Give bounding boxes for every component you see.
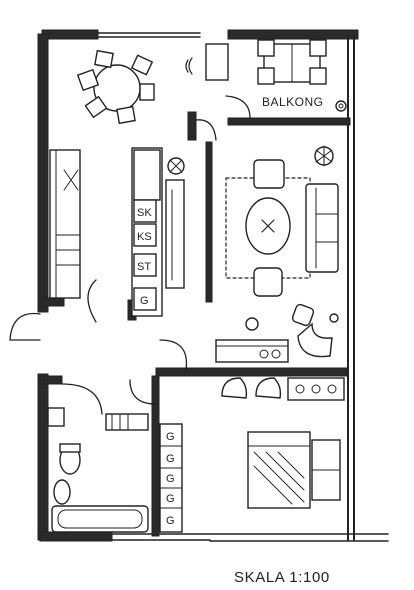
side-counter	[165, 179, 185, 289]
wardrobe-column	[159, 423, 183, 533]
kitchen-label-st: ST	[137, 261, 151, 273]
wall-kitchen-upper	[187, 111, 197, 141]
wall-stub-entry	[41, 297, 65, 307]
chair-hall-1	[221, 377, 248, 399]
dining-set-round	[76, 49, 155, 125]
chair	[84, 95, 108, 119]
small-chair	[291, 303, 315, 327]
wall-hall-bedroom	[155, 367, 349, 377]
chair	[257, 67, 275, 85]
wall-bath-top	[39, 375, 63, 385]
sink-cabinet	[47, 407, 65, 427]
cabinet-g	[133, 287, 157, 311]
chair	[139, 83, 155, 101]
cabinet-st	[133, 253, 157, 277]
kitchen-label-sk: SK	[137, 207, 152, 219]
wall-balcony	[227, 117, 351, 126]
wardrobe-label-5: G	[166, 515, 175, 527]
balcony-door-swing	[225, 95, 251, 119]
hall-door-swing	[87, 279, 97, 323]
chair-hall-2	[255, 377, 282, 399]
wall-left-upper	[37, 33, 49, 313]
washbasin	[53, 479, 71, 505]
chair	[116, 105, 136, 125]
dining-set-rect	[185, 39, 327, 85]
kitchen-door-swing	[195, 119, 217, 141]
wall-living-left	[205, 141, 213, 303]
wall-left-lower	[37, 373, 49, 541]
hall-storage	[221, 377, 345, 401]
scale-label: SKALA 1:100	[234, 569, 330, 586]
bathtub	[51, 505, 149, 533]
chair	[76, 68, 100, 92]
kitchen-label-g: G	[140, 295, 149, 307]
lamp	[245, 317, 259, 331]
toilet-tank	[59, 443, 81, 453]
wall-top-right	[227, 29, 359, 40]
chair	[257, 39, 275, 57]
storage-rack	[287, 377, 345, 401]
bath-door-swing	[129, 379, 159, 405]
media-bench	[215, 339, 289, 363]
armchair-bottom	[253, 267, 283, 297]
wardrobe-label-2: G	[166, 453, 175, 465]
kitchen-label-ks: KS	[137, 231, 152, 243]
entry-door-swing	[9, 312, 41, 341]
lounge-chair	[297, 322, 333, 358]
wardrobe-label-4: G	[166, 493, 175, 505]
kitchen-counters: SK KS ST G	[49, 147, 185, 317]
wall-top-left	[41, 29, 99, 40]
cabinet-sk	[133, 199, 157, 223]
armchair-top	[253, 159, 285, 189]
sofa	[305, 183, 339, 273]
fridge	[133, 149, 161, 201]
chair	[309, 39, 327, 57]
double-bed	[247, 431, 311, 509]
doors	[9, 95, 251, 415]
wardrobes: G G G G G	[159, 423, 183, 533]
wall-bottom-left	[39, 531, 113, 542]
wardrobe-label-3: G	[166, 473, 175, 485]
bath-door-swing-2	[61, 383, 103, 415]
side-cabinet	[205, 43, 229, 81]
bathroom	[47, 407, 149, 533]
cabinet-ks	[133, 223, 157, 247]
towel-rack	[105, 413, 149, 431]
living-door-swing	[159, 339, 188, 371]
balcony-label: BALKONG	[262, 95, 324, 109]
bedroom	[247, 431, 341, 509]
wardrobe-label-1: G	[166, 431, 175, 443]
chair	[94, 49, 114, 69]
outer-walls	[37, 29, 389, 542]
balcony-plant	[335, 100, 347, 112]
chair	[130, 54, 154, 76]
living-room	[215, 145, 339, 363]
wall-bath-right	[151, 375, 160, 537]
chair	[309, 67, 327, 85]
